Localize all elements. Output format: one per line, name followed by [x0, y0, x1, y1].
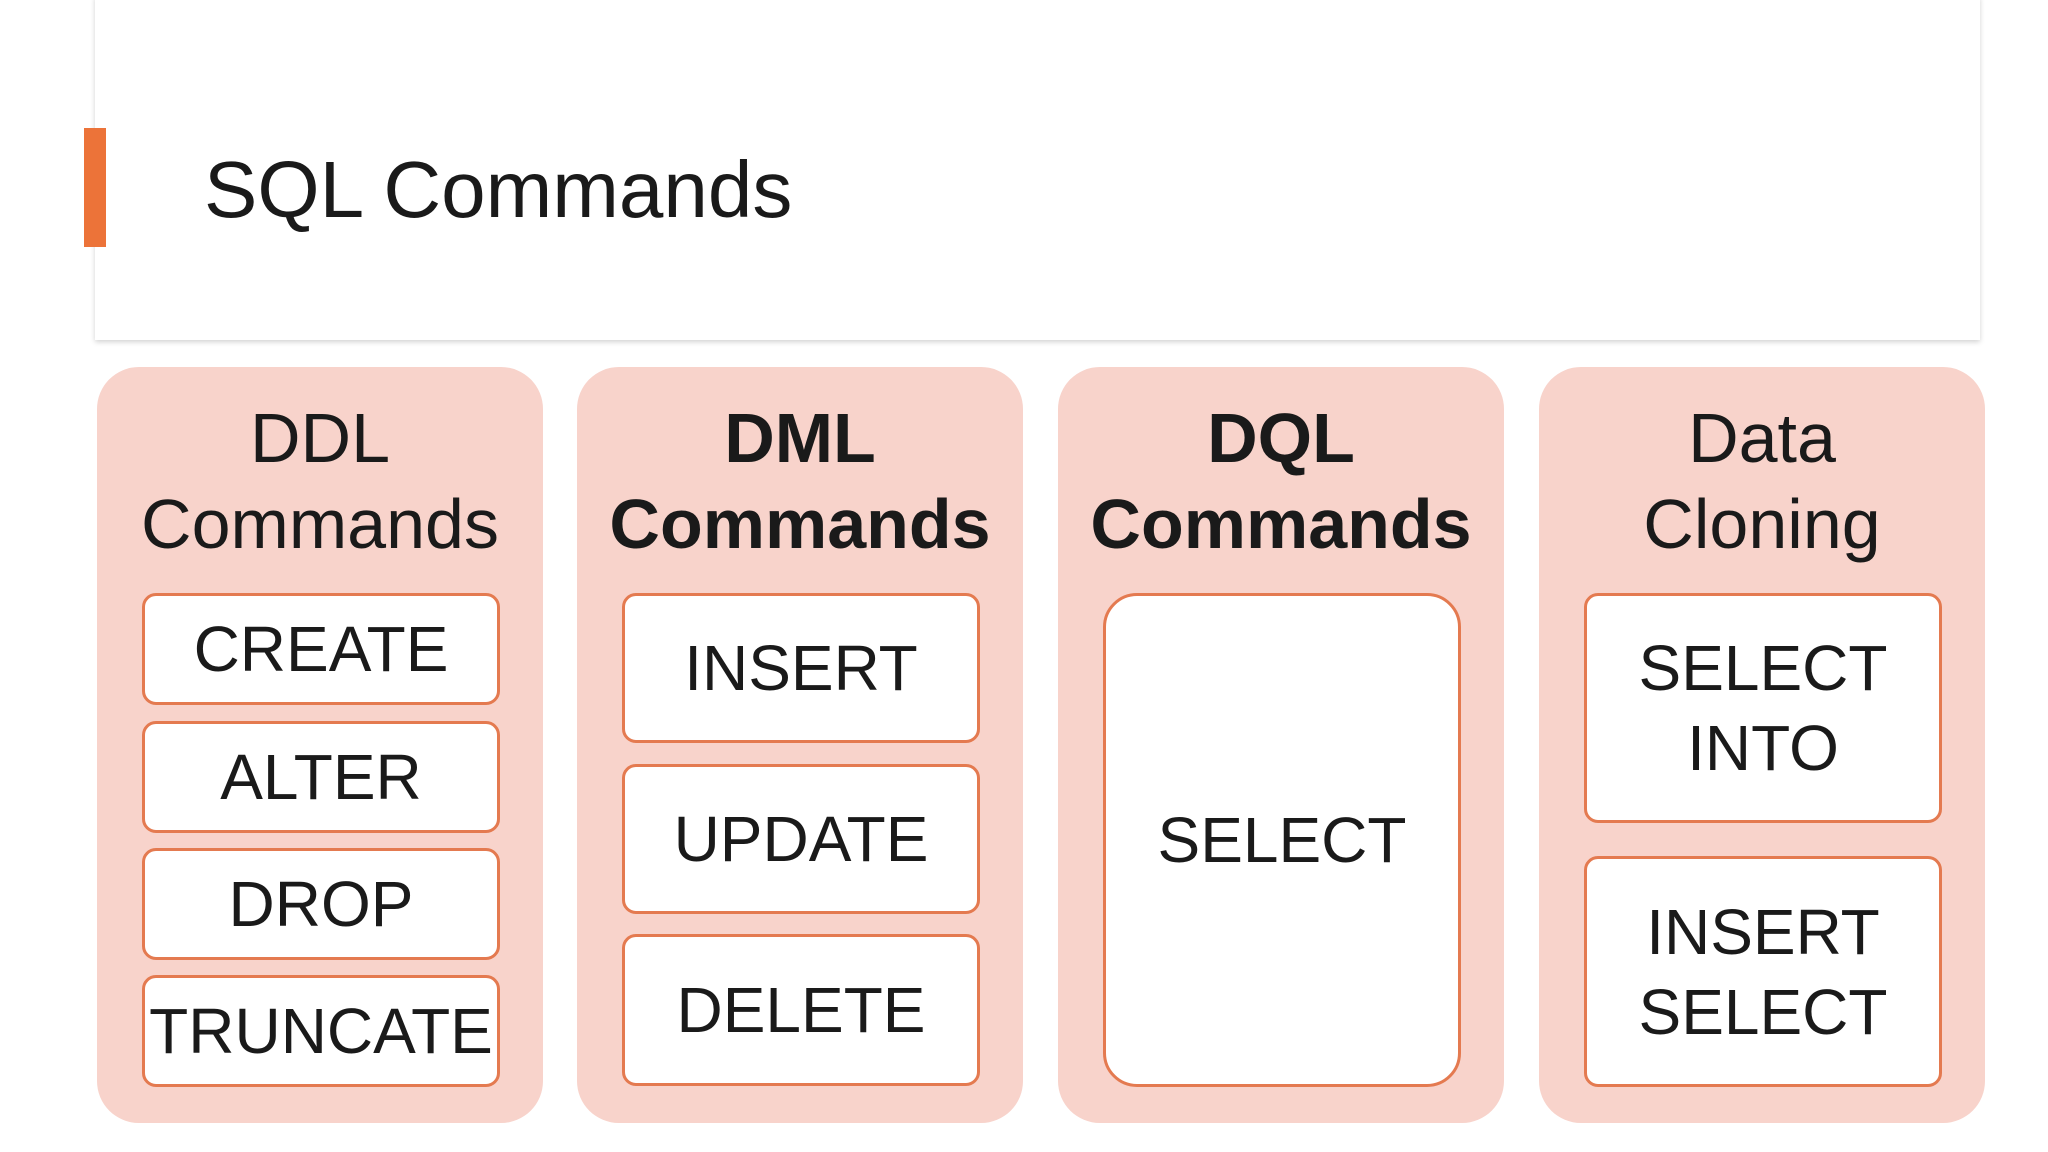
ddl-item-alter: ALTER: [142, 721, 500, 833]
select-into-line2: INTO: [1687, 712, 1839, 784]
dql-header-line1: DQL: [1207, 399, 1355, 477]
dml-item-insert: INSERT: [622, 593, 980, 743]
ddl-panel: DDL Commands CREATE ALTER DROP TRUNCATE: [97, 367, 543, 1123]
select-into-line1: SELECT: [1638, 632, 1888, 704]
dql-header: DQL Commands: [1058, 395, 1504, 567]
title-accent-bar: [84, 128, 106, 247]
dml-header-line1: DML: [724, 399, 876, 477]
dml-panel: DML Commands INSERT UPDATE DELETE: [577, 367, 1023, 1123]
dql-item-select: SELECT: [1103, 593, 1461, 1087]
insert-select-line2: SELECT: [1638, 975, 1888, 1048]
ddl-item-truncate: TRUNCATE: [142, 975, 500, 1087]
dml-item-delete-label: DELETE: [676, 974, 926, 1046]
ddl-header-line1: DDL: [249, 399, 391, 477]
data-cloning-item-select-into: SELECT INTO: [1584, 593, 1942, 823]
ddl-item-create-label: CREATE: [193, 613, 449, 685]
data-cloning-header: Data Cloning: [1539, 395, 1985, 567]
ddl-item-truncate-label: TRUNCATE: [149, 995, 493, 1067]
title-card: [95, 0, 1980, 340]
dml-item-update-label: UPDATE: [673, 803, 929, 875]
dql-item-select-label: SELECT: [1157, 804, 1407, 876]
ddl-item-alter-label: ALTER: [220, 741, 422, 813]
ddl-header: DDL Commands: [97, 395, 543, 567]
dml-item-insert-label: INSERT: [684, 632, 918, 704]
dml-header: DML Commands: [577, 395, 1023, 567]
data-cloning-header-line2: Cloning: [1643, 485, 1881, 563]
dql-panel: DQL Commands SELECT: [1058, 367, 1504, 1123]
dml-header-line2: Commands: [609, 485, 991, 563]
data-cloning-item-insert-select: INSERT SELECT: [1584, 856, 1942, 1087]
ddl-header-line2: Commands: [141, 485, 499, 563]
data-cloning-panel: Data Cloning SELECT INTO INSERT SELECT: [1539, 367, 1985, 1123]
ddl-item-drop: DROP: [142, 848, 500, 960]
page-title: SQL Commands: [204, 145, 793, 234]
dml-item-update: UPDATE: [622, 764, 980, 914]
dml-item-delete: DELETE: [622, 934, 980, 1086]
ddl-item-create: CREATE: [142, 593, 500, 705]
data-cloning-header-line1: Data: [1688, 399, 1836, 477]
dql-header-line2: Commands: [1090, 485, 1472, 563]
insert-select-line1: INSERT: [1646, 895, 1880, 968]
ddl-item-drop-label: DROP: [228, 868, 414, 940]
